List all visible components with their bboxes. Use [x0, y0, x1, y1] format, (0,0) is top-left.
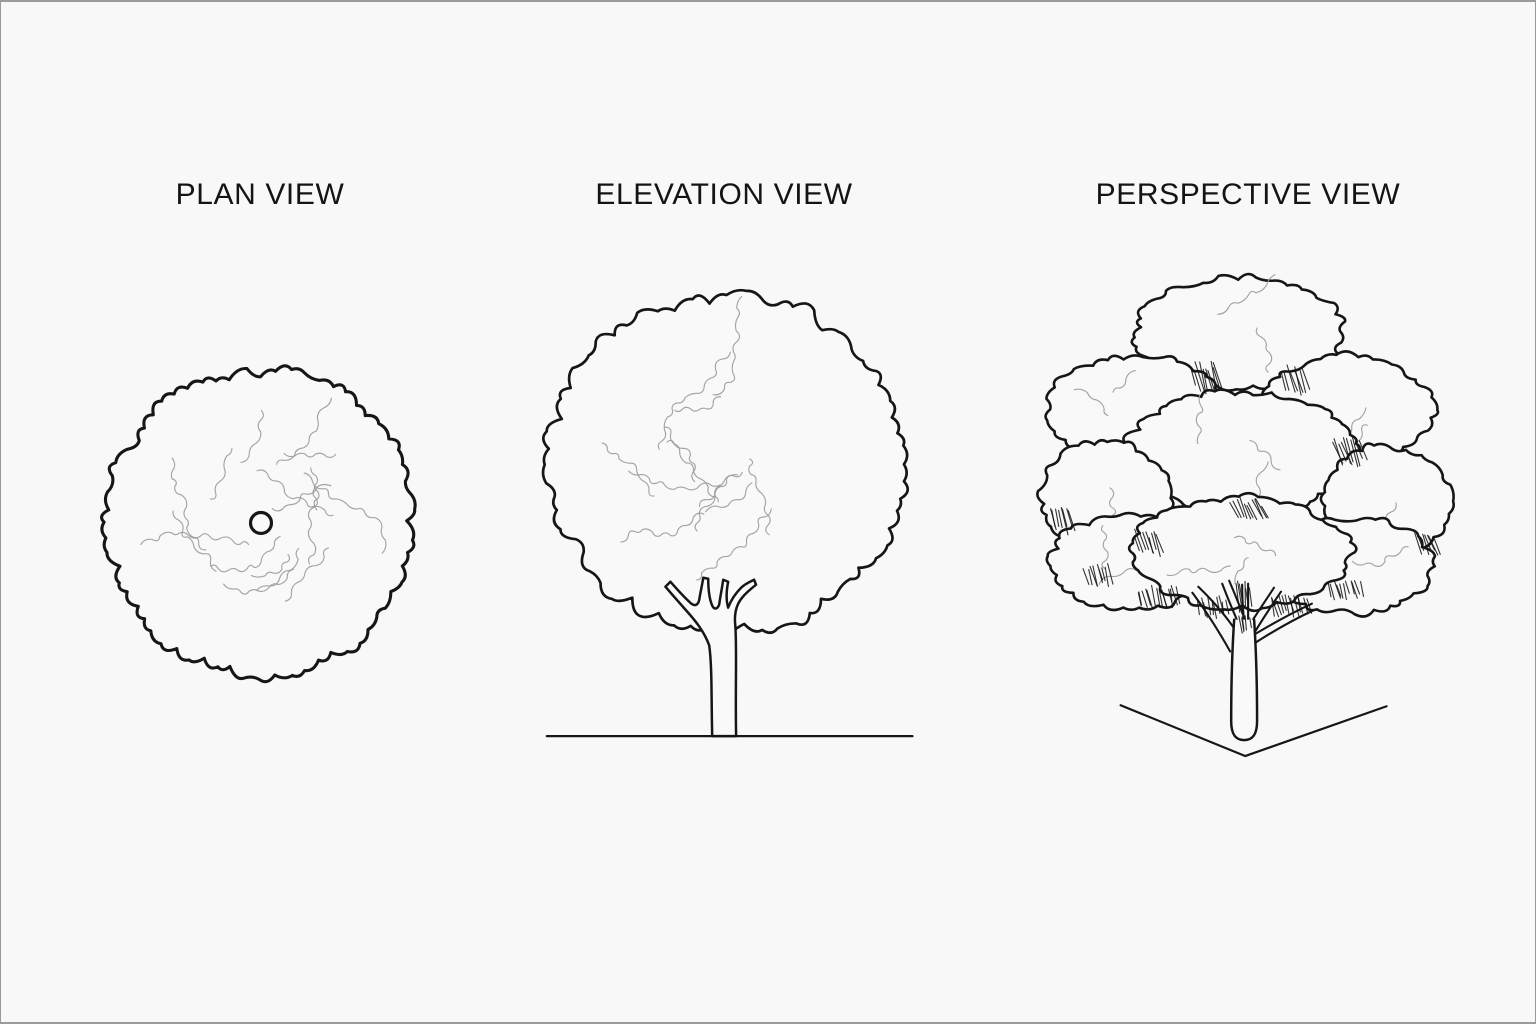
perspective-view-drawing	[1036, 272, 1455, 758]
perspective-view-title: PERSPECTIVE VIEW	[1095, 178, 1401, 211]
elevation-view-drawing	[541, 288, 914, 738]
elevation-view-title: ELEVATION VIEW	[595, 178, 853, 211]
plan-view-drawing	[100, 364, 417, 684]
plan-view-title: PLAN VIEW	[175, 178, 345, 211]
